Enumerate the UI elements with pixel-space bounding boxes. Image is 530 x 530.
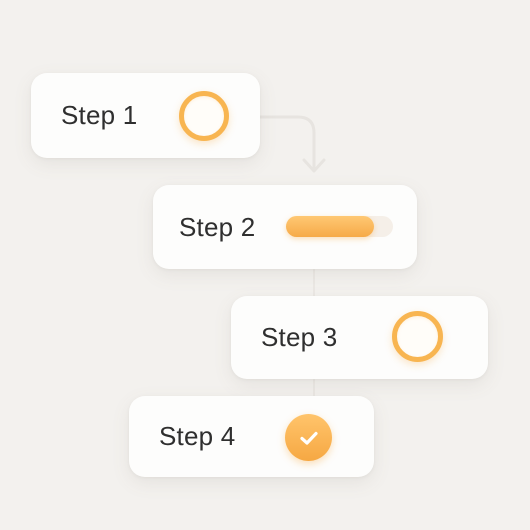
step-label: Step 3 (261, 322, 338, 352)
step-card-4[interactable]: Step 4 (129, 396, 374, 477)
step-card-2[interactable]: Step 2 (153, 185, 417, 269)
progress-fill (286, 216, 374, 237)
step-label: Step 1 (61, 100, 138, 130)
step-card-1[interactable]: Step 1 (31, 73, 260, 158)
step-label: Step 2 (179, 211, 256, 242)
progress-bar (286, 216, 393, 237)
check-icon (285, 414, 332, 461)
ring-icon (179, 91, 229, 141)
checkmark-glyph (299, 431, 318, 445)
connector-arrowhead (302, 158, 326, 173)
step-label: Step 4 (159, 421, 236, 451)
connector-step1-step2 (258, 115, 316, 172)
step-card-3[interactable]: Step 3 (231, 296, 488, 379)
ring-icon (392, 311, 443, 362)
